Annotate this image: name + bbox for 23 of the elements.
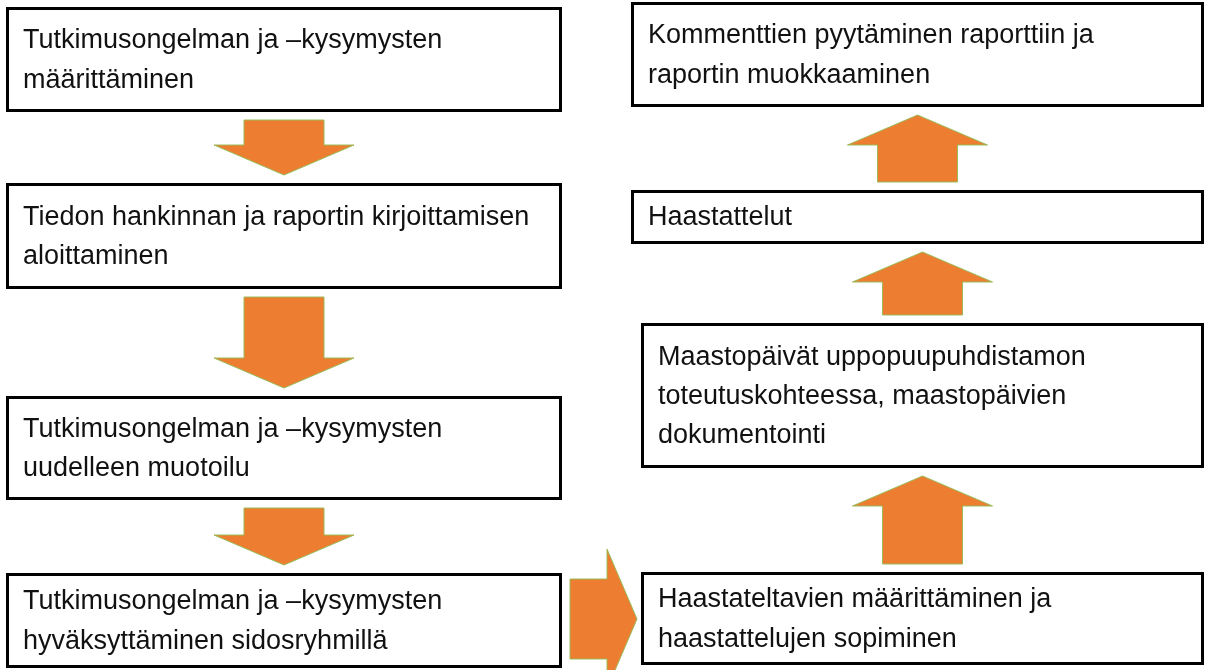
step-text: Tutkimusongelman ja –kysymysten hyväksyttäminen sidosryhmillä — [23, 584, 444, 657]
step-text: Maastopäivät uppopuupuhdistamon toteutuskohteessa, maastopäivien dokumentointi — [658, 339, 1087, 452]
block-arrow — [213, 507, 355, 566]
step-text: Tiedon hankinnan ja raportin kirjoittamisen aloittaminen — [23, 199, 531, 272]
step-text: Tutkimusongelman ja –kysymysten määrittäminen — [23, 23, 444, 96]
step-text: Tutkimusongelman ja –kysymysten uudelleen muotoilu — [23, 411, 444, 484]
process-box — [641, 323, 1204, 468]
process-box — [6, 183, 562, 289]
block-arrow — [852, 251, 993, 316]
block-arrow — [852, 475, 993, 565]
step-text: Kommenttien pyytäminen raporttiin ja raportin muokkaaminen — [648, 18, 1095, 91]
process-box — [6, 396, 562, 500]
step-text: Haastattelut — [648, 200, 793, 234]
process-box — [631, 2, 1204, 107]
block-arrow — [847, 114, 988, 183]
process-box — [641, 572, 1204, 665]
step-text: Haastateltavien määrittäminen ja haastattelujen sopiminen — [658, 582, 1053, 655]
block-arrow — [213, 119, 355, 176]
process-box — [6, 573, 562, 668]
block-arrow — [213, 296, 355, 389]
block-arrow — [569, 548, 638, 670]
process-box — [631, 190, 1204, 244]
process-box — [6, 7, 562, 112]
